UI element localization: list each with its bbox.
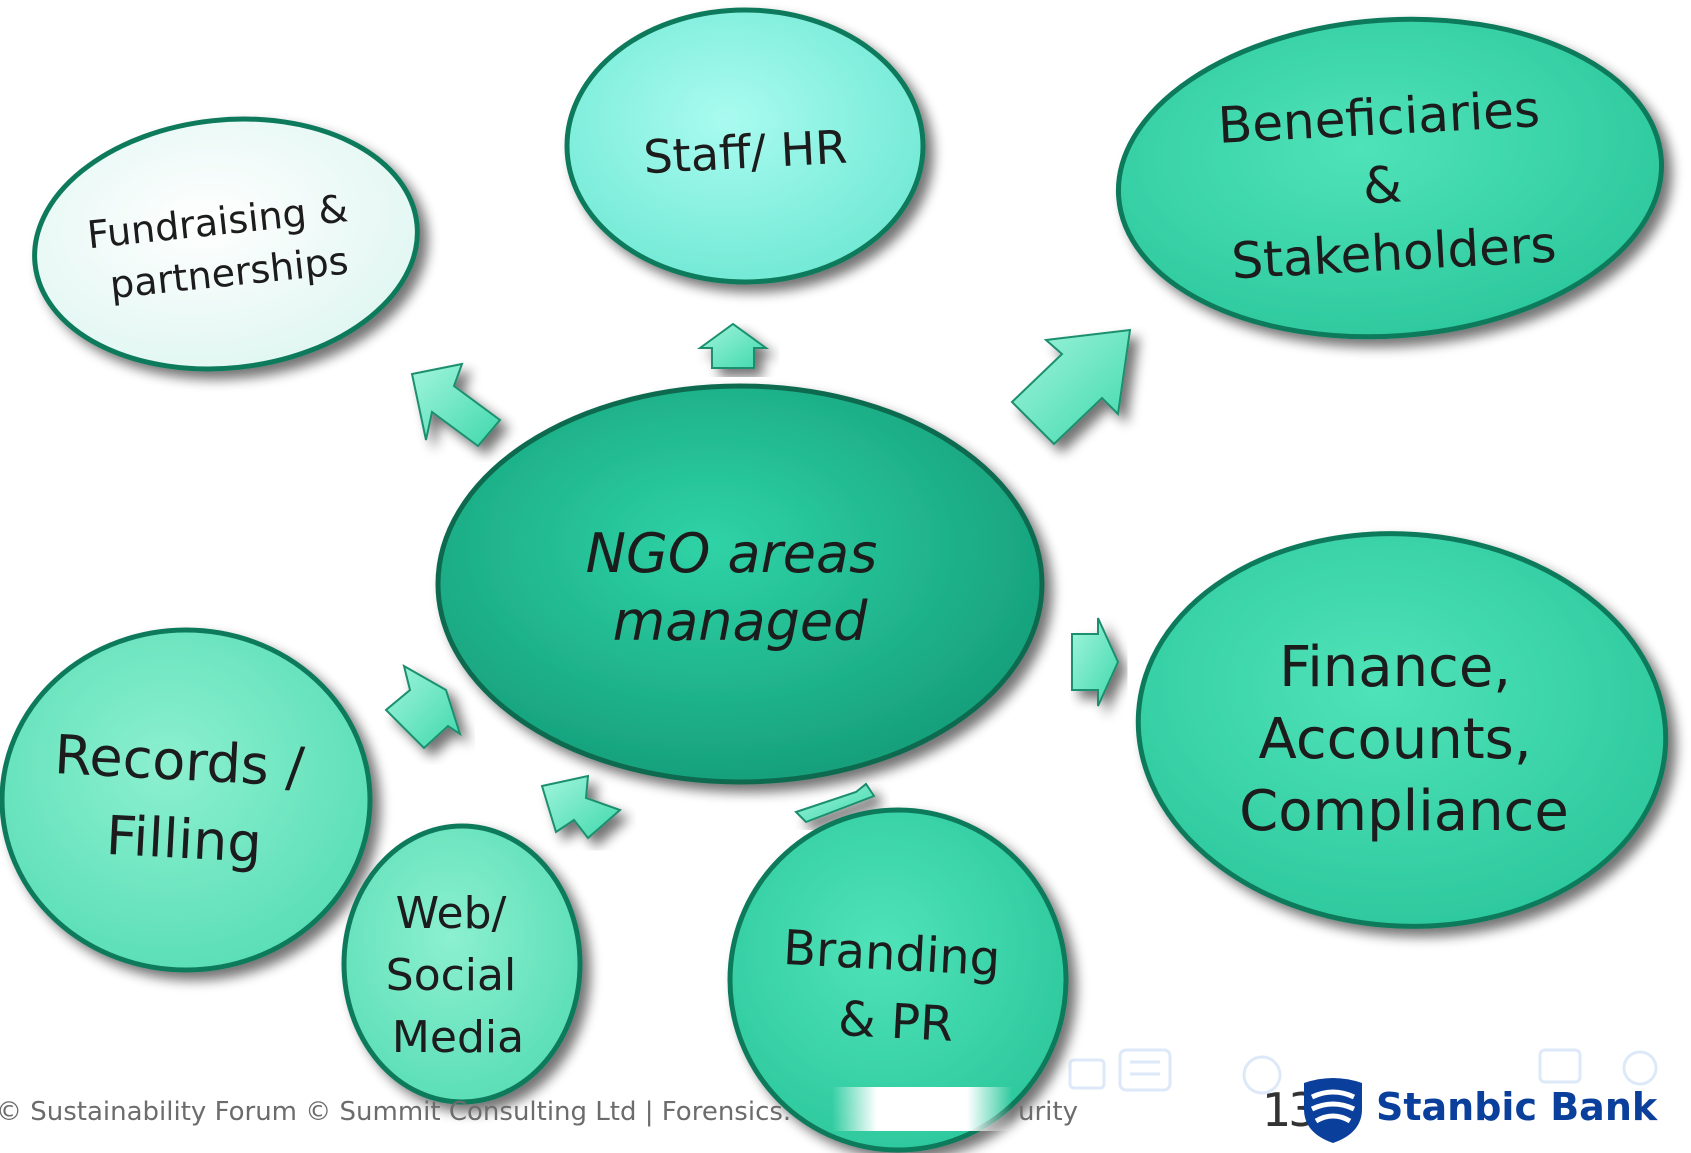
records-label-2: Filling [105,804,264,875]
node-branding: Branding & PR [727,807,1069,1153]
finance-label-3: Compliance [1239,779,1569,844]
footer-overlap-mask [832,1087,1012,1131]
chat-icon [1538,1048,1582,1084]
center-label-2: managed [613,590,869,653]
branding-label-2: & PR [837,991,955,1053]
slide-footer: © Sustainability Forum © Summit Consulti… [0,1073,1691,1153]
background-icon-pattern [1068,1048,1658,1095]
node-staff: Staff/ HR [564,7,926,285]
brand-name: Stanbic Bank [1376,1085,1658,1129]
chat-icon [1068,1058,1106,1090]
node-beneficiaries: Beneficiaries & Stakeholders [1115,16,1665,340]
arrow-to-beneficiaries [1010,328,1132,446]
svg-text:NGO areas managed: NGO areas managed [586,522,895,653]
svg-text:Finance, Accounts,: Finance, Accounts, Compliance [1239,635,1569,844]
center-label-1: NGO areas [586,522,878,585]
arrow-to-fundraising [410,362,502,448]
finance-label-2: Accounts, [1259,707,1532,772]
node-fundraising: Fundraising & partnerships [32,116,420,372]
beneficiaries-label-2: & [1361,155,1403,215]
arrow-to-staff [696,322,770,369]
web-label-3: Media [392,1012,524,1063]
node-center: NGO areas managed [435,383,1045,785]
node-web: Web/ Social Media [341,823,583,1105]
svg-text:Branding & PR: Branding & PR [778,920,1017,1056]
web-label-2: Social [386,950,516,1001]
finance-label-1: Finance, [1279,635,1511,700]
gear-icon [1242,1055,1282,1095]
arrow-to-records [384,663,462,750]
branding-label-1: Branding [782,920,1002,987]
footer-copyright-tail: urity [1018,1097,1078,1127]
arrow-to-finance [1071,617,1120,707]
svg-text:Staff/ HR: Staff/ HR [642,120,848,185]
chat-icon [1118,1048,1172,1092]
staff-label: Staff/ HR [642,120,848,185]
arrow-to-web [540,774,622,840]
node-records: Records / Filling [0,627,373,973]
footer-copyright: © Sustainability Forum © Summit Consulti… [0,1097,792,1127]
svg-text:Records / Filling: Records / Filling [49,723,323,878]
svg-text:Web/ Social Media: Web/ Social Media [386,888,530,1063]
web-label-1: Web/ [396,888,507,939]
stanbic-shield-icon [1304,1078,1362,1143]
records-label-1: Records / [53,723,307,799]
arrow-to-branding [794,782,876,824]
node-finance: Finance, Accounts, Compliance [1135,531,1669,929]
gear-icon [1622,1050,1658,1086]
